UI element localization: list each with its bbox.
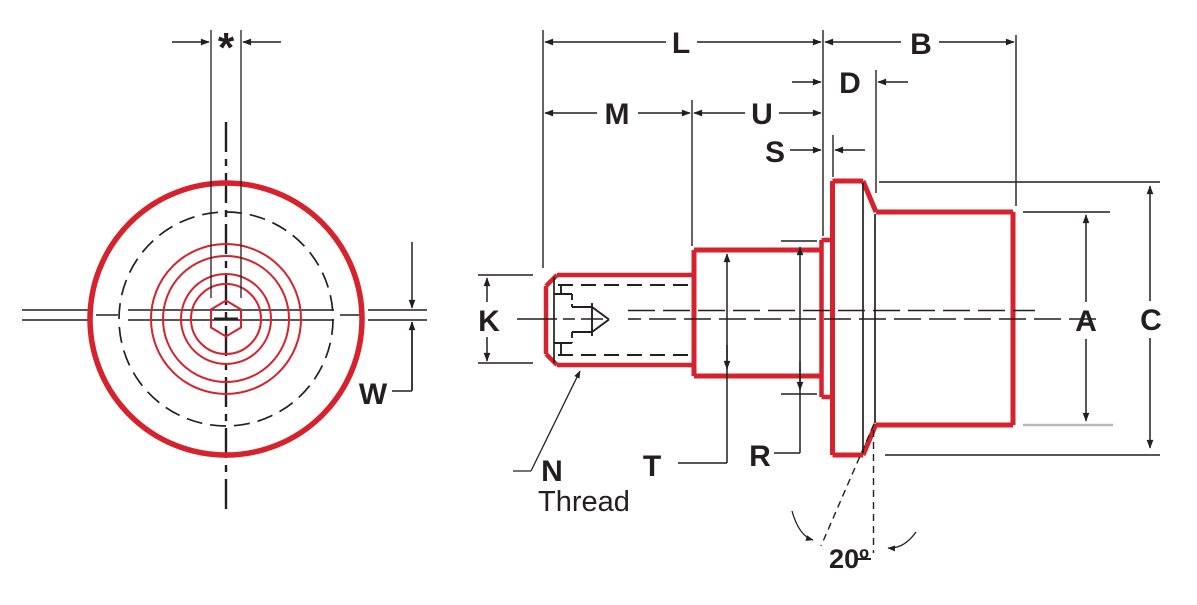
ring-circle xyxy=(150,243,302,395)
dimension-w: W xyxy=(359,242,416,411)
dim-label-d: D xyxy=(839,67,861,100)
dimension-u: U xyxy=(693,98,822,131)
dimension-c: C xyxy=(1140,185,1162,449)
shoulder-circle xyxy=(162,255,290,383)
front-view: * W xyxy=(22,24,427,515)
dim-label-m: M xyxy=(605,98,630,131)
dimension-l: L xyxy=(544,27,822,60)
dimension-star: * xyxy=(172,24,281,298)
angle-arc-right xyxy=(887,531,917,552)
side-view-dimensions: L B D M U S xyxy=(478,27,1162,574)
thread-note-text: Thread xyxy=(538,486,630,518)
thread-minor-circle xyxy=(190,283,262,355)
thread-note-n: N xyxy=(541,455,563,488)
dim-label-b: B xyxy=(910,28,932,61)
flange-outline xyxy=(830,178,879,458)
thread-hidden-lines xyxy=(558,284,688,356)
dim-label-u: U xyxy=(751,98,773,131)
dim-label-r: R xyxy=(749,440,771,473)
threaded-stud-outline xyxy=(543,272,692,368)
hex-socket-outline xyxy=(210,299,242,338)
body-hidden-circle xyxy=(118,211,334,427)
dim-label-star: * xyxy=(218,24,235,71)
dimension-k: K xyxy=(478,277,500,362)
dimension-m: M xyxy=(544,98,691,131)
edge-lines xyxy=(553,183,876,453)
angle-ref-slant xyxy=(820,423,875,547)
dimension-t: T xyxy=(643,253,731,483)
thread-note: N Thread xyxy=(513,370,630,518)
dim-label-s: S xyxy=(765,136,785,169)
dim-label-l: L xyxy=(672,27,690,60)
extension-lines-horizontal xyxy=(478,181,1160,456)
extension-lines-vertical xyxy=(542,30,1017,268)
dimension-r: R xyxy=(749,246,804,473)
dimension-s: S xyxy=(765,136,865,169)
angle-arc-left xyxy=(791,510,814,541)
socket-hidden-detail xyxy=(554,285,610,355)
dimension-a: A xyxy=(1075,214,1097,422)
thread-major-circle xyxy=(180,273,272,365)
dim-label-a: A xyxy=(1075,305,1097,338)
dimension-d: D xyxy=(792,67,908,100)
shoulder-outline xyxy=(691,247,822,379)
flange-outer-circle xyxy=(87,180,365,458)
dimension-b: B xyxy=(824,28,1015,61)
flange-angle: 20º xyxy=(791,423,917,574)
dim-label-c: C xyxy=(1140,304,1162,337)
dim-label-k: K xyxy=(478,305,500,338)
dim-label-w: W xyxy=(359,378,388,411)
side-view-part xyxy=(517,178,1100,458)
dim-label-t: T xyxy=(643,450,661,483)
